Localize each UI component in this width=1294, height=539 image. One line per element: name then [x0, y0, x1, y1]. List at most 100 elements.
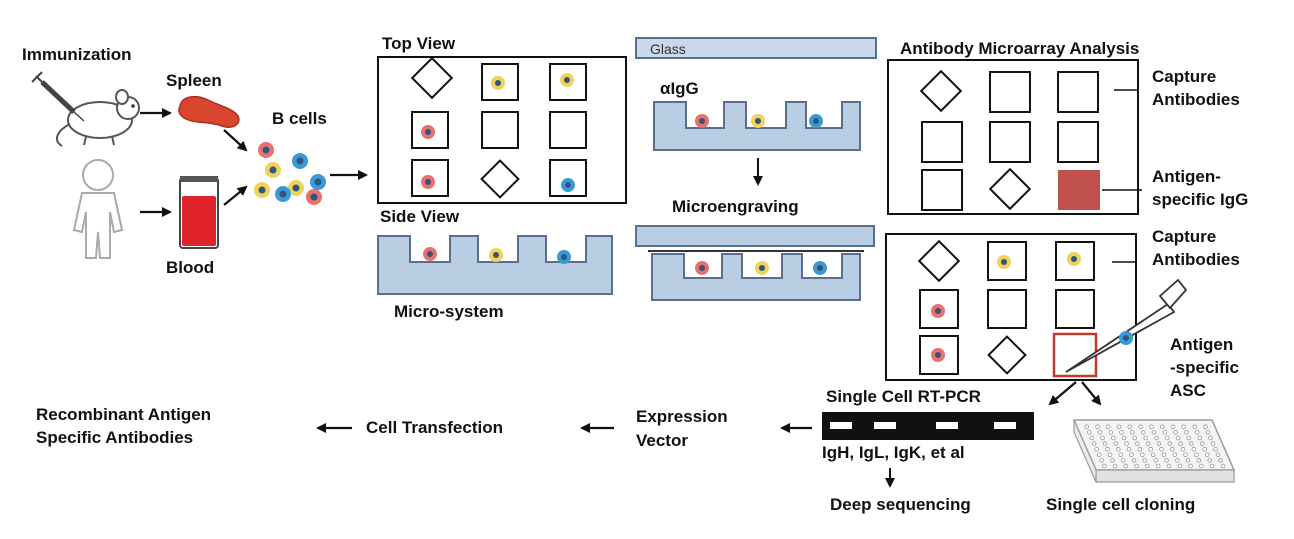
plate-well: [1150, 452, 1156, 458]
plate-well: [1183, 452, 1188, 458]
plate-well: [1127, 424, 1133, 430]
b-cell: [560, 73, 574, 87]
b-cell: [421, 125, 435, 139]
plate-well: [1199, 463, 1204, 469]
micro-system-label: Micro-system: [394, 302, 504, 321]
plate-well: [1119, 430, 1124, 435]
plate-well: [1145, 441, 1151, 446]
plate-well: [1096, 452, 1102, 458]
plate-well: [1138, 424, 1143, 430]
arrow-to-rtpcr: [1048, 381, 1077, 406]
plate-well: [1106, 424, 1111, 430]
b-cell: [275, 186, 291, 202]
plate-well: [1215, 452, 1221, 458]
microengraving-substrate: [651, 253, 861, 301]
plate-well: [1162, 430, 1168, 435]
human-icon: [72, 159, 124, 259]
capture-antibodies-1-line1: Capture: [1152, 67, 1217, 86]
plate-well: [1181, 424, 1187, 430]
b-cells-cluster: [254, 142, 326, 205]
plate-well: [1116, 446, 1121, 452]
plate-well: [1185, 458, 1191, 463]
recombinant-line2: Specific Antibodies: [36, 428, 194, 447]
plate-well: [1218, 458, 1223, 463]
plate-well: [1196, 458, 1202, 463]
plate-well: [1220, 463, 1226, 469]
capture-antibodies-2-line2: Antibodies: [1152, 250, 1240, 269]
plate-well: [1203, 424, 1208, 430]
microarray-title: Antibody Microarray Analysis: [900, 39, 1140, 58]
expression-vector-line1: Expression: [636, 407, 728, 426]
plate-well: [1107, 452, 1113, 458]
plate-well: [1113, 441, 1119, 446]
plate-well: [1207, 458, 1212, 463]
b-cell: [254, 182, 270, 198]
well: [987, 289, 1027, 329]
b-cell: [997, 255, 1011, 269]
spleen-label: Spleen: [166, 71, 222, 90]
plate-well: [1192, 424, 1197, 430]
plate-well: [1204, 452, 1210, 458]
plate-well: [1170, 424, 1176, 430]
plate-well: [1100, 435, 1105, 441]
plate-well: [1121, 435, 1127, 441]
b-cell: [489, 248, 503, 262]
blood-tube-icon: [179, 176, 219, 249]
plate-well: [1180, 446, 1186, 452]
microengraving-label: Microengraving: [672, 197, 799, 216]
plate-well: [1111, 435, 1116, 441]
plate-well: [1110, 458, 1115, 463]
single-cell-cloning-label: Single cell cloning: [1046, 495, 1196, 514]
plate-well: [1166, 463, 1172, 469]
antigen-specific-igg-line1: Antigen-: [1152, 167, 1221, 186]
antigen-specific-asc-line1: Antigen: [1170, 335, 1234, 354]
antigen-specific-igg-line2: specific IgG: [1152, 190, 1249, 209]
plate-wells: [1084, 424, 1226, 469]
aigg-label: αIgG: [660, 79, 699, 98]
aigg-substrate: [653, 101, 861, 151]
top-view-grid: [410, 56, 587, 199]
b-cell: [557, 250, 571, 264]
b-cell: [561, 178, 575, 192]
b-cells-label: B cells: [272, 109, 327, 128]
plate-well: [1137, 446, 1143, 452]
spot: [921, 169, 963, 211]
single-cell-rt-pcr-label: Single Cell RT-PCR: [826, 387, 981, 406]
spot: [921, 121, 963, 163]
capture-antibodies-2-line1: Capture: [1152, 227, 1217, 246]
plate-well: [1188, 463, 1193, 469]
plate-well: [1161, 452, 1167, 458]
plate-well: [1165, 435, 1170, 441]
plate-well: [1143, 435, 1148, 441]
mouse-icon: [55, 89, 140, 147]
plate-well: [1208, 435, 1213, 441]
glass-label: Glass: [650, 41, 686, 57]
plate-well: [1097, 430, 1103, 435]
plate-well: [1167, 441, 1173, 446]
glass-slide: [635, 37, 877, 59]
b-cell: [755, 261, 769, 275]
arrow-spleen-to-bcells: [223, 129, 248, 152]
plate-well: [1164, 458, 1169, 463]
plate-well: [1210, 441, 1216, 446]
antigen-specific-asc-well: [1052, 332, 1098, 378]
b-cell: [751, 114, 765, 128]
plate-well: [1159, 446, 1164, 452]
deep-sequencing-label: Deep sequencing: [830, 495, 971, 514]
plate-well: [1086, 430, 1092, 435]
plate-well: [1172, 452, 1178, 458]
diamond-spot: [988, 167, 1032, 211]
blood-label: Blood: [166, 258, 215, 277]
plate-well: [1095, 424, 1100, 430]
micropipette-icon: [1065, 278, 1188, 373]
b-cell: [695, 114, 709, 128]
diamond-well: [480, 159, 520, 199]
plate-well: [1205, 430, 1211, 435]
plate-well: [1213, 446, 1218, 452]
immunization-label: Immunization: [22, 45, 132, 64]
plate-well: [1148, 446, 1153, 452]
well: [549, 111, 587, 149]
plate-well: [1121, 458, 1126, 463]
plate-well: [1126, 446, 1132, 452]
